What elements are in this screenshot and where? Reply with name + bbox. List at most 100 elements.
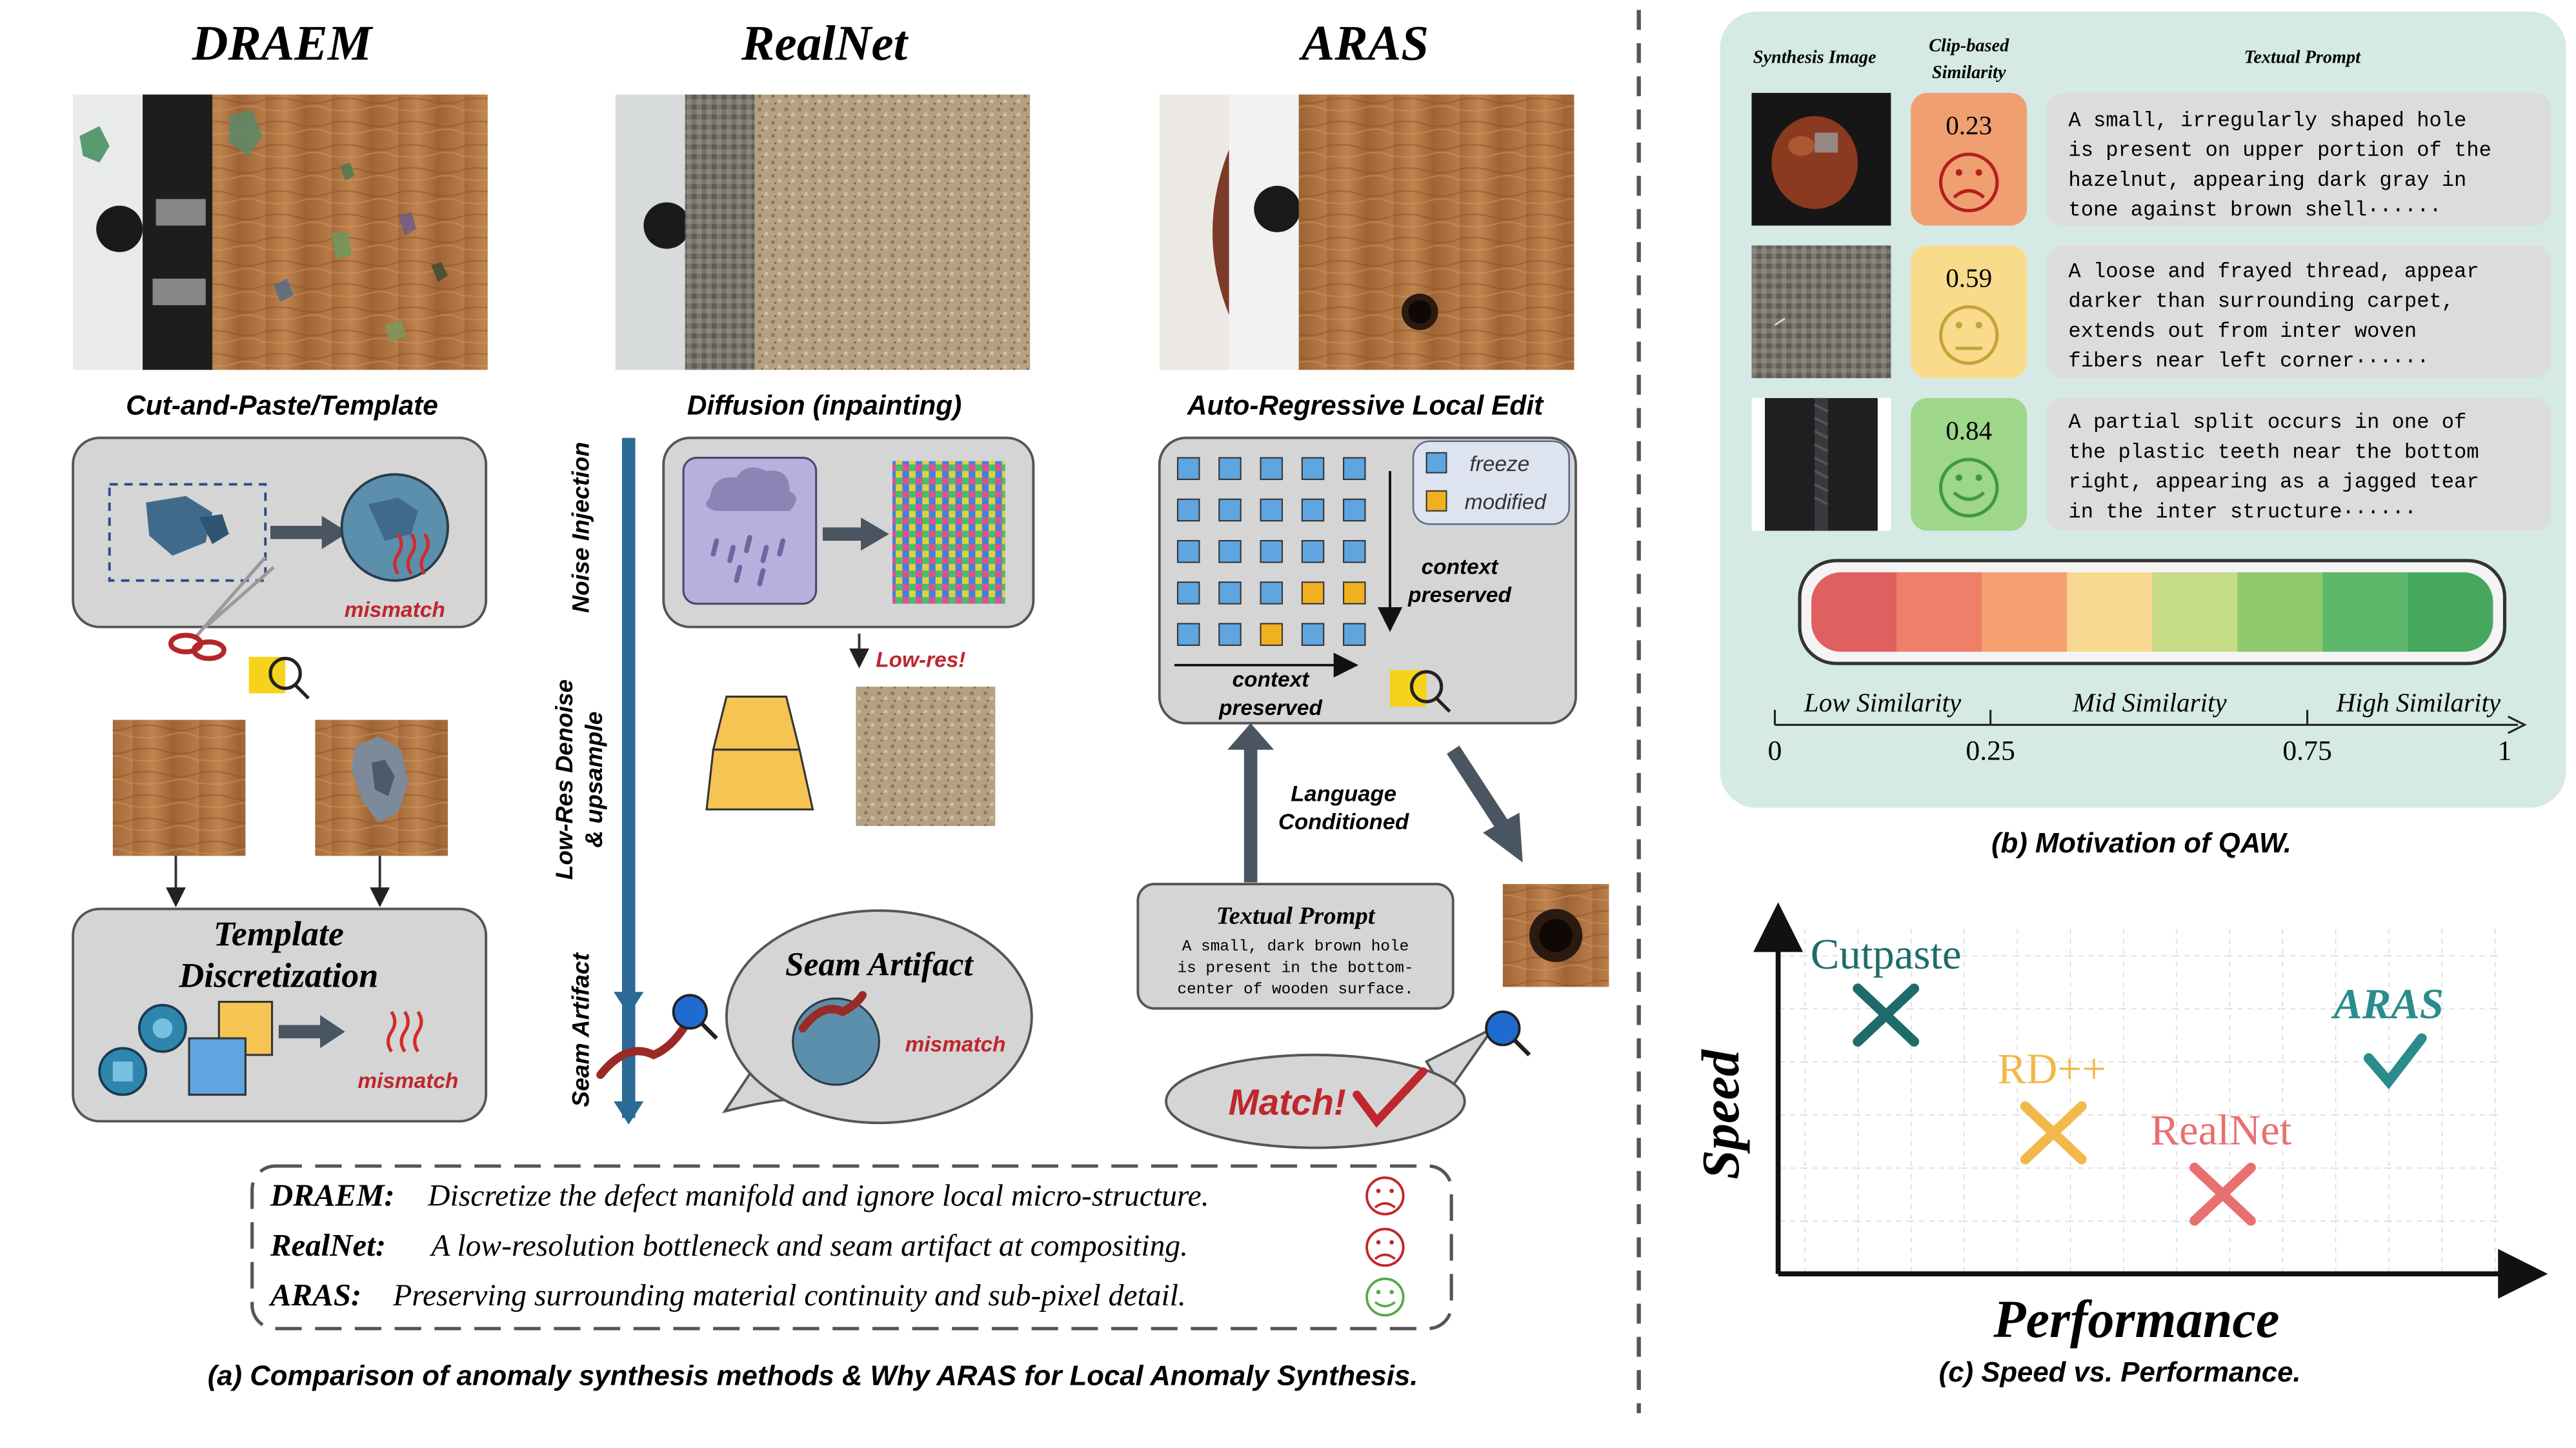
realnet-low-res-label: Low-res! <box>876 648 965 672</box>
template-mismatch-label: mismatch <box>357 1069 458 1093</box>
similarity-bar-segment <box>2408 572 2493 652</box>
seam-artifact-icon <box>596 1024 688 1080</box>
context-preserved-bottom-2: preserved <box>1218 696 1322 720</box>
prompt-line: the plastic teeth near the bottom <box>2068 440 2479 464</box>
prompt-line: is present on upper portion of the <box>2068 139 2491 163</box>
point-label-rdpp: RD++ <box>1998 1045 2106 1093</box>
token-frozen <box>1301 457 1325 480</box>
seam-mismatch-label: mismatch <box>905 1033 1006 1057</box>
draem-mismatch-label: mismatch <box>345 598 445 622</box>
scale-label-mid: Mid Similarity <box>2072 688 2227 718</box>
draem-sample-image <box>73 94 488 370</box>
realnet-pipeline-bar <box>621 437 636 1118</box>
header-clip-2: Similarity <box>1932 63 2006 83</box>
token-frozen <box>1343 457 1366 480</box>
method-title-aras: ARAS <box>1299 15 1429 71</box>
row-image-zipper <box>1751 397 1891 531</box>
header-clip-1: Clip-based <box>1929 36 2009 56</box>
token-frozen <box>1343 623 1366 646</box>
summary-name-draem: DRAEM: <box>270 1178 395 1213</box>
realnet-lowres-label-2: & upsample <box>580 711 607 847</box>
point-label-aras: ARAS <box>2331 980 2444 1028</box>
prompt-line: right, appearing as a jagged tear <box>2068 470 2479 494</box>
draem-patch-normal <box>112 719 246 856</box>
seam-artifact-bubble-title: Seam Artifact <box>785 946 974 983</box>
score-value: 0.23 <box>1946 110 1992 140</box>
match-label: Match! <box>1229 1081 1346 1122</box>
token-frozen <box>1301 539 1325 563</box>
prompt-line: hazelnut, appearing dark gray in <box>2068 168 2466 192</box>
prompt-line: fibers near left corner······ <box>2068 349 2429 373</box>
y-axis-label: Speed <box>1691 1049 1750 1180</box>
prompt-line: center of wooden surface. <box>1177 981 1413 999</box>
context-preserved-bottom-1: context <box>1233 668 1311 692</box>
aras-textual-prompt-box: Textual Prompt A small, dark brown hole … <box>1136 883 1454 1010</box>
token-grid <box>1177 457 1366 646</box>
panel-c-grid <box>1781 925 2502 1274</box>
prompt-line: is present in the bottom- <box>1177 960 1413 977</box>
scale-tick: 0.75 <box>2282 735 2331 766</box>
prompt-box-row-3: A partial split occurs in one of the pla… <box>2047 397 2551 531</box>
check-icon <box>1353 1067 1427 1128</box>
similarity-bar-segment <box>2067 572 2153 652</box>
realnet-diffusion-box <box>662 436 1035 628</box>
header-synthesis-image: Synthesis Image <box>1753 48 1877 68</box>
realnet-lowres-patch <box>856 687 996 827</box>
token-frozen <box>1218 539 1242 563</box>
aras-sample-image <box>1159 94 1575 370</box>
score-value: 0.59 <box>1946 263 1992 293</box>
prompt-line: A partial split occurs in one of <box>2068 410 2466 434</box>
token-frozen <box>1218 581 1242 605</box>
token-modified <box>1301 581 1325 605</box>
prompt-box-row-2: A loose and frayed thread, appear darker… <box>2047 245 2551 379</box>
token-frozen <box>1177 623 1200 646</box>
happy-face-icon <box>1938 458 1999 518</box>
sad-face-icon <box>1365 1227 1405 1267</box>
token-modified <box>1260 623 1283 646</box>
scale-tick: 0.25 <box>1966 735 2015 766</box>
token-frozen <box>1260 581 1283 605</box>
cross-marker-rdpp <box>2020 1101 2087 1165</box>
draem-template-box: Template Discretization mismatch <box>72 907 488 1123</box>
token-frozen <box>1218 623 1242 646</box>
method-title-realnet: RealNet <box>741 15 909 71</box>
point-label-realnet: RealNet <box>2150 1107 2291 1154</box>
legend-freeze-label: freeze <box>1469 452 1529 476</box>
token-frozen <box>1177 457 1200 480</box>
score-box-row-3: 0.84 <box>1911 397 2028 531</box>
panel-a-caption: (a) Comparison of anomaly synthesis meth… <box>208 1360 1418 1391</box>
similarity-bar-segment <box>2237 572 2324 652</box>
cross-marker-cutpaste <box>1853 983 1920 1047</box>
cross-marker-realnet <box>2189 1162 2256 1226</box>
similarity-bar-segment <box>1982 572 2068 652</box>
language-conditioned-1: Language <box>1291 782 1396 807</box>
row-image-carpet <box>1751 245 1891 379</box>
aras-result-patch <box>1502 884 1609 987</box>
summary-box: DRAEM: Discretize the defect manifold an… <box>250 1164 1453 1331</box>
realnet-subtitle: Diffusion (inpainting) <box>687 390 962 421</box>
scale-label-high: High Similarity <box>2335 688 2501 718</box>
token-frozen <box>1301 498 1325 522</box>
panel-c: Speed Performance Cutpaste RD++ RealNet … <box>1691 902 2548 1388</box>
prompt-line: darker than surrounding carpet, <box>2068 290 2454 314</box>
scale-label-low: Low Similarity <box>1804 688 1962 718</box>
token-legend <box>1412 440 1570 525</box>
similarity-bar-segment <box>2322 572 2409 652</box>
token-frozen <box>1260 539 1283 563</box>
token-frozen <box>1343 539 1366 563</box>
token-frozen <box>1260 498 1283 522</box>
similarity-bar-segment <box>2152 572 2239 652</box>
magnifier-icon <box>248 656 310 699</box>
method-title-draem: DRAEM <box>192 15 374 71</box>
row-image-hazelnut <box>1751 92 1891 226</box>
score-box-row-2: 0.59 <box>1911 245 2028 379</box>
template-title-line2: Discretization <box>178 956 378 994</box>
token-frozen <box>1177 581 1200 605</box>
magnifier-icon <box>672 994 718 1040</box>
header-textual-prompt: Textual Prompt <box>2244 48 2361 68</box>
token-frozen <box>1177 539 1200 563</box>
token-frozen <box>1260 457 1283 480</box>
draem-patch-anomaly <box>315 719 448 856</box>
similarity-bar-segment <box>1811 572 1898 652</box>
